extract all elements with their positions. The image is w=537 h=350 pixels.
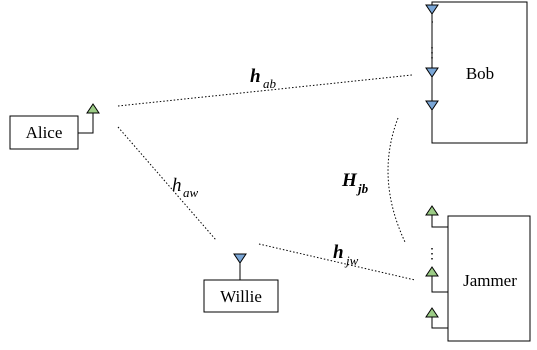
alice-node: Alice <box>9 103 100 150</box>
channel-ab-subscript: ab <box>263 76 277 91</box>
channel-label-ab: h ab <box>250 66 277 91</box>
channel-label-jw: h jw <box>333 242 359 268</box>
transmit-antenna-icon <box>425 266 439 277</box>
link-willie-jammer <box>258 243 416 281</box>
link-alice-willie <box>117 126 217 241</box>
channel-jw-symbol: h <box>333 242 344 263</box>
bob-label: Bob <box>466 64 494 83</box>
channel-label-aw: h aw <box>172 175 199 200</box>
channel-jb-subscript: jb <box>356 181 369 196</box>
transmit-antenna-icon <box>86 103 100 114</box>
channel-aw-subscript: aw <box>183 185 199 200</box>
receive-antenna-icon <box>425 67 439 78</box>
willie-node: Willie <box>203 253 279 313</box>
receive-antenna-icon <box>233 253 247 264</box>
bob-node: Bob ⋮ <box>425 1 528 144</box>
transmit-antenna-icon <box>425 307 439 318</box>
channel-aw-symbol: h <box>172 175 182 196</box>
jammer-antenna-ellipsis: ⋮ <box>425 247 439 262</box>
link-alice-bob <box>117 74 413 107</box>
link-jammer-bob <box>387 117 406 243</box>
channel-jw-subscript: jw <box>344 253 359 268</box>
channel-label-jb: H jb <box>341 170 369 196</box>
willie-label: Willie <box>220 287 262 306</box>
jammer-node: Jammer ⋮ <box>425 205 531 342</box>
receive-antenna-icon <box>425 100 439 111</box>
receive-antenna-icon <box>425 4 439 15</box>
jammer-label: Jammer <box>463 271 517 290</box>
channel-ab-symbol: h <box>250 66 261 87</box>
transmit-antenna-icon <box>425 205 439 216</box>
bob-antenna-ellipsis: ⋮ <box>425 46 439 61</box>
alice-label: Alice <box>26 123 63 142</box>
channel-jb-symbol: H <box>341 170 358 191</box>
